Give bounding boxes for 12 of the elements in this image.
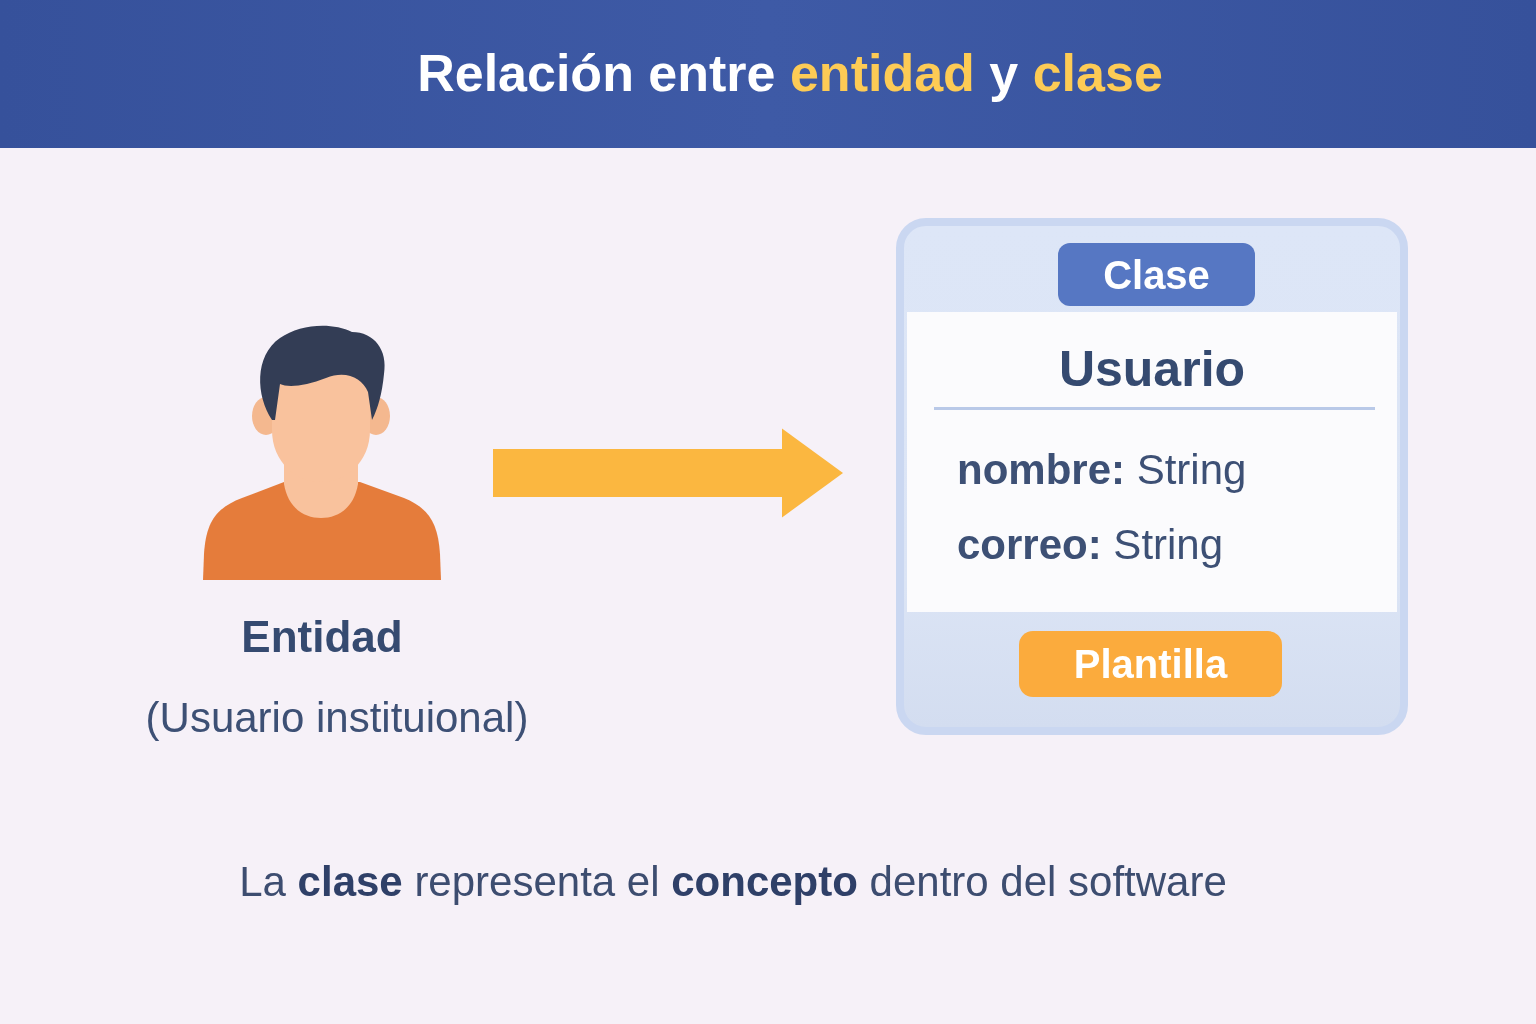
attribute-text: correo: String: [957, 520, 1224, 570]
title: Relación entre entidad y clase: [417, 44, 1163, 104]
caption: La clase representa el concepto dentro del software: [239, 857, 1227, 907]
block-arrow: [493, 428, 843, 518]
class-name: Usuario: [1058, 341, 1246, 399]
entity-name: Entidad: [241, 611, 403, 663]
class-panel: [907, 312, 1397, 612]
attribute-text: nombre: String: [957, 445, 1247, 495]
template-tag: Plantilla: [1019, 631, 1282, 697]
entity-description: (Usuario instituional): [145, 693, 529, 743]
class-tag: Clase: [1058, 243, 1255, 306]
class-card: [896, 218, 1408, 735]
